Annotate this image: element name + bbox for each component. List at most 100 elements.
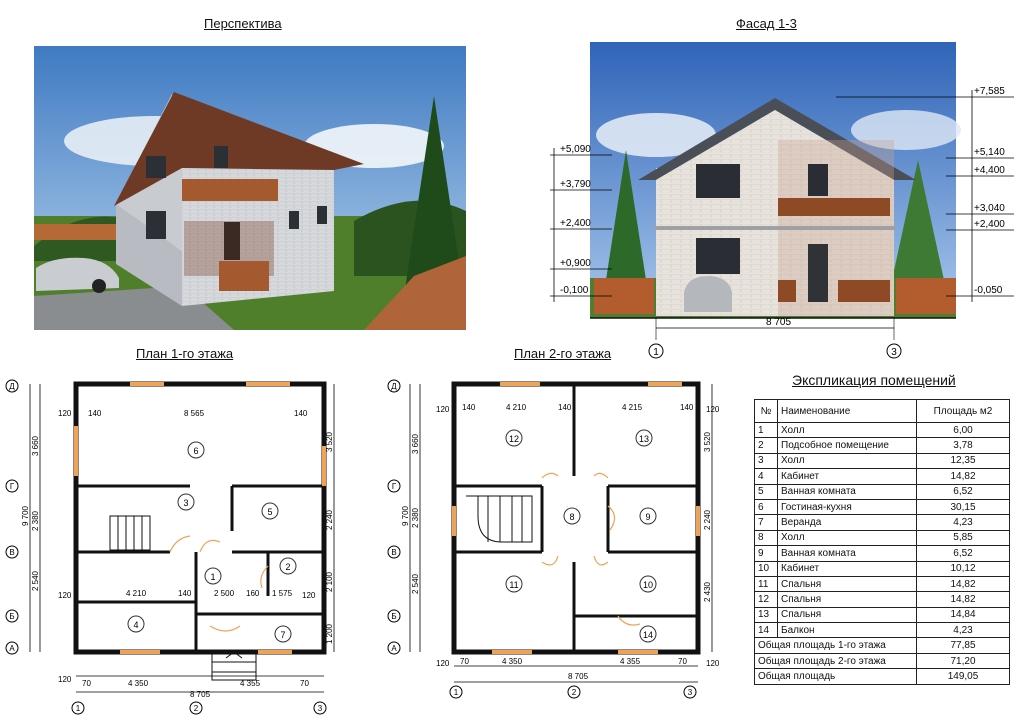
dim-label: 8 565 <box>184 409 205 418</box>
room-area-cell: 6,52 <box>916 483 1010 500</box>
cloud <box>851 110 961 150</box>
axis-markers-left: Д Г В Б А <box>387 379 401 655</box>
level-label: +0,900 <box>560 258 591 269</box>
dim-label: 120 <box>58 409 72 418</box>
room-number: 13 <box>639 434 649 444</box>
window-opening <box>246 382 290 386</box>
level-mark: +2,400 <box>946 219 1014 231</box>
room-number-cell: 13 <box>754 606 778 624</box>
room-number-cell: 7 <box>754 514 778 531</box>
dim-label: 2 240 <box>325 509 334 530</box>
room-area-cell: 4,23 <box>916 622 1010 639</box>
dim-label: 4 350 <box>502 657 523 666</box>
room-number-cell: 4 <box>754 468 778 485</box>
room-markers: 12 13 8 9 11 10 14 <box>505 429 657 643</box>
axis-label: 1 <box>76 704 81 713</box>
level-label: +3,040 <box>974 203 1005 214</box>
axis-marker <box>648 343 664 359</box>
dim-label: 2 380 <box>411 507 420 528</box>
room-name-cell: Кабинет <box>777 468 917 485</box>
room-number: 8 <box>569 512 574 522</box>
dim-label: 120 <box>706 405 720 414</box>
room-area-cell: 4,23 <box>916 514 1010 531</box>
table-header-row: № Наименование Площадь м2 <box>754 399 1010 423</box>
door <box>224 222 240 260</box>
room-number: 4 <box>133 620 138 630</box>
room-markers: 6 3 5 1 2 4 7 <box>127 441 297 643</box>
axis-markers-left: Д Г В Б А <box>5 379 19 655</box>
level-mark: +4,400 <box>946 165 1014 177</box>
plan1-drawing: 6 3 5 1 2 4 7 140 8 565 140 4 210 140 2 … <box>5 379 335 715</box>
window-opening <box>258 650 292 654</box>
dim-label: 140 <box>680 403 694 412</box>
room-number: 10 <box>643 580 653 590</box>
room-number-cell: 8 <box>754 529 778 547</box>
room-area-cell: 10,12 <box>916 560 1010 577</box>
room-area-cell: 14,82 <box>916 591 1010 608</box>
room-number-cell: 12 <box>754 591 778 608</box>
level-mark: +0,900 <box>550 258 612 270</box>
left-dimensions: 3 660 9 700 2 380 2 540 <box>21 435 40 591</box>
axis-marker: Б <box>5 609 19 623</box>
axis-label: Г <box>10 482 15 491</box>
porch-steps <box>211 651 257 681</box>
room-number-cell: 5 <box>754 483 778 500</box>
tree-left <box>606 150 646 280</box>
axis-markers-bottom: 1 2 3 <box>449 685 697 699</box>
room-number-cell: 1 <box>754 421 778 439</box>
room-marker <box>639 507 657 525</box>
dim-label: 120 <box>58 591 72 600</box>
room-marker <box>505 575 523 593</box>
room-marker <box>505 429 523 447</box>
cloud <box>596 113 716 157</box>
axis-marker: В <box>387 545 401 559</box>
window-opening <box>492 650 532 654</box>
axis-label: А <box>391 644 397 653</box>
dim-label: 2 240 <box>703 509 712 530</box>
left-dimensions: 3 660 9 700 2 380 2 540 <box>401 433 420 594</box>
room-number: 9 <box>645 512 650 522</box>
level-marks-right: +7,585 +5,140 +4,400 +3,040 +2,400 -0,05… <box>836 86 1014 302</box>
axis-marker: Д <box>5 379 19 393</box>
room-area-cell: 6,00 <box>916 421 1010 439</box>
dim-label: 1 575 <box>272 589 293 598</box>
room-marker <box>639 625 657 643</box>
level-label: +5,140 <box>974 147 1005 158</box>
plan2-title: План 2-го этажа <box>514 346 612 361</box>
axis-marker: Д <box>387 379 401 393</box>
level-mark: +3,040 <box>946 203 1014 215</box>
room-marker <box>204 567 222 585</box>
dim-label: 8 705 <box>190 690 211 699</box>
room-name-cell: Веранда <box>777 514 917 531</box>
axis-label: В <box>9 548 14 557</box>
facade-balcony <box>778 198 890 216</box>
axis-marker: 2 <box>189 701 203 715</box>
door-swing <box>209 625 241 632</box>
window <box>317 206 327 224</box>
header-name: Наименование <box>777 399 917 423</box>
dim-label: 4 350 <box>128 679 149 688</box>
axis-marker: В <box>5 545 19 559</box>
axis-label: Б <box>9 612 14 621</box>
window <box>214 146 228 168</box>
plan2-drawing: 12 13 8 9 11 10 14 140 4 210 140 4 215 1… <box>387 379 720 699</box>
door-swing <box>541 555 559 566</box>
dim-label: 8 705 <box>568 672 589 681</box>
dim-label: 4 210 <box>506 403 527 412</box>
room-marker <box>127 615 145 633</box>
width-dimension-label: 8 705 <box>766 317 791 328</box>
dim-label: 120 <box>436 405 450 414</box>
window-opening <box>696 506 700 536</box>
level-mark: +3,790 <box>550 179 612 191</box>
room-number: 6 <box>193 446 198 456</box>
level-mark: +5,140 <box>946 147 1014 159</box>
dim-label: 120 <box>302 591 316 600</box>
level-label: +3,790 <box>560 179 591 190</box>
room-number: 7 <box>280 630 285 640</box>
total-label-cell: Общая площадь 2-го этажа <box>754 652 917 670</box>
